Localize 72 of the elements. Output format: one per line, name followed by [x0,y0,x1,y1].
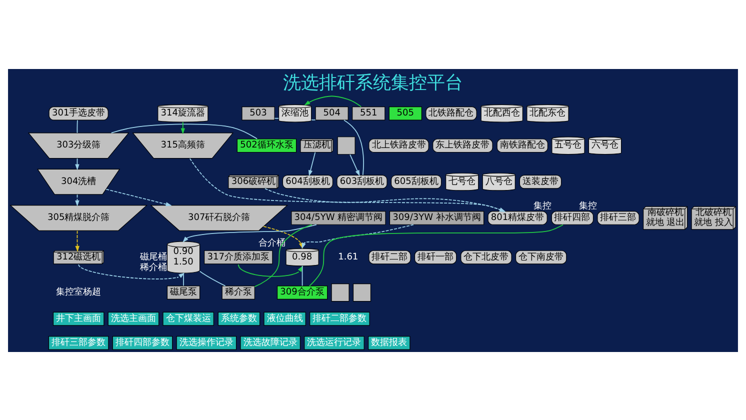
node-box: 排矸三部 [597,210,640,224]
label: 液位曲线 [266,313,303,324]
label: 数据报表 [371,338,408,348]
connector [254,224,312,287]
node-box: 504 [315,106,348,120]
connector [309,224,564,286]
connector [310,118,316,120]
node-box [331,283,350,302]
node-box: 801精煤皮带 [488,210,548,224]
arrow [182,224,317,242]
node-box: 稀介泵 [222,285,255,300]
node-box: 送装皮带 [519,174,562,188]
node-box: 301手选皮带 [48,106,108,120]
node-box: 505 [388,106,422,120]
arrow [189,158,506,212]
node-box: 北上铁路皮带 [368,138,429,152]
label: 仓下煤装运 [166,313,211,324]
node-box: 仓下南皮带 [515,250,567,264]
node-box: 503 [242,106,275,120]
label: 排矸四部参数 [116,338,170,348]
node-label: 稀介桶 [140,262,167,272]
label: 洗选运行记录 [307,338,362,348]
label: 洗选操作记录 [179,338,234,348]
arrow [304,95,362,107]
diagram-title: 洗选排矸系统集控平台 [283,72,463,93]
connector [274,117,280,118]
node-box: 排矸四部 [551,210,594,224]
label: 1.61 [338,252,358,262]
node-box: 东上铁路皮带 [432,138,493,152]
arrow [180,121,186,134]
arrow [308,151,316,176]
node-box: 仓下北皮带 [460,250,512,264]
node-box: 317介质添加泵 [204,250,273,264]
node-label: 磁尾桶 [140,252,167,262]
label: 洗选主画面 [110,313,156,324]
node-box: 北铁路配仓 [426,106,477,120]
node-box: 磁尾泵 [166,285,200,300]
node-box: 排矸一部 [414,250,457,264]
node-box: 南铁路配仓 [496,138,548,152]
connector [183,272,184,286]
node-box: 309/3YW 补水调节阀 [389,210,484,224]
arrow [75,230,80,252]
arrow [302,224,414,248]
label: 排矸三部参数 [52,338,106,348]
arrow [350,154,360,176]
node-box: 551 [352,106,386,120]
node-box: 304/5YW 精密调节阀 [291,210,386,224]
label: 井下主画面 [56,313,102,324]
label: 排矸二部参数 [312,313,367,324]
node-box [337,136,356,154]
node-box: 605刮板机 [390,174,442,188]
arrow [78,264,185,279]
connector [110,123,258,139]
label: 系统参数 [220,313,257,324]
node-box: 604刮板机 [282,174,334,188]
connector [199,270,226,286]
connector [302,265,303,286]
node-label: 集控 [533,200,552,211]
node-box: 603刮板机 [336,174,388,188]
label: 集控室杨超 [56,287,102,298]
connector [76,119,78,133]
label: 洗选故障记录 [243,338,298,348]
arrow [106,188,172,206]
arrow [238,264,304,276]
node-box [352,283,372,302]
arrow [75,194,80,206]
connector [344,119,364,176]
node-label: 集控 [579,200,598,211]
node-box: 502循环水泵 [236,138,297,152]
node-box: 309合介泵 [276,285,328,300]
node-box: 排矸二部 [368,250,411,264]
arrow [264,188,506,212]
